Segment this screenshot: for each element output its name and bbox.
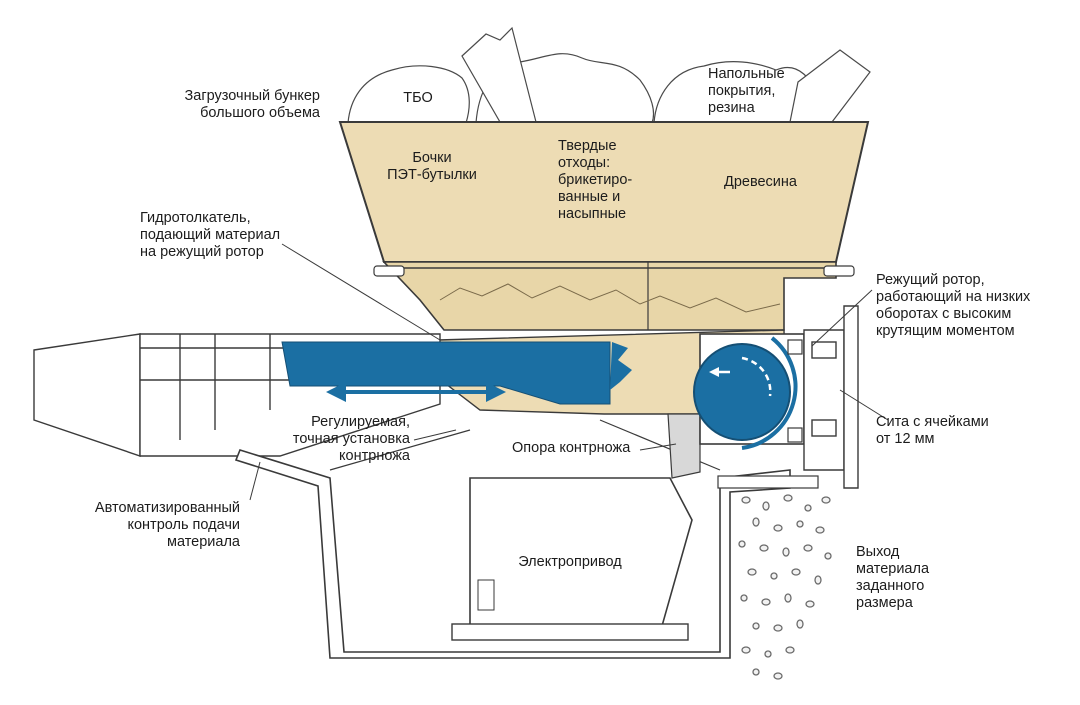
hopper-lower [382,261,837,331]
label-solid-waste: Твердые отходы: брикетиро- ванные и насы… [558,138,633,222]
label-tbo: ТБО [403,90,433,106]
label-floor-coverings: Напольные покрытия, резина [708,66,785,116]
label-loading-hopper: Загрузочный бункер большого объема [184,88,320,121]
label-counter-knife-adjust: Регулируемая, точная установка контрножа [292,414,410,464]
waste-material [347,26,871,124]
label-output: Выход материала заданного размера [856,544,930,611]
label-electric-drive: Электропривод [518,554,622,570]
label-wood: Древесина [724,174,797,190]
label-screen: Сита с ячейками от 12 мм [876,414,989,447]
hydraulic-ram [281,341,611,405]
screen [741,336,798,450]
electric-drive [469,477,693,627]
output-granules [738,494,832,680]
label-auto-feed-control: Автоматизированный контроль подачи матер… [94,500,240,550]
label-cutting-rotor: Режущий ротор, работающий на низких обор… [876,272,1031,339]
leader-lines [249,243,889,501]
side-plates [803,305,859,489]
counter-knife-support [667,413,701,479]
label-hydraulic-ram: Гидротолкатель, подающий материал на реж… [140,210,281,260]
label-counter-knife-support: Опора контрножа [512,440,631,456]
label-barrels: Бочки ПЭТ-бутылки [387,150,477,183]
